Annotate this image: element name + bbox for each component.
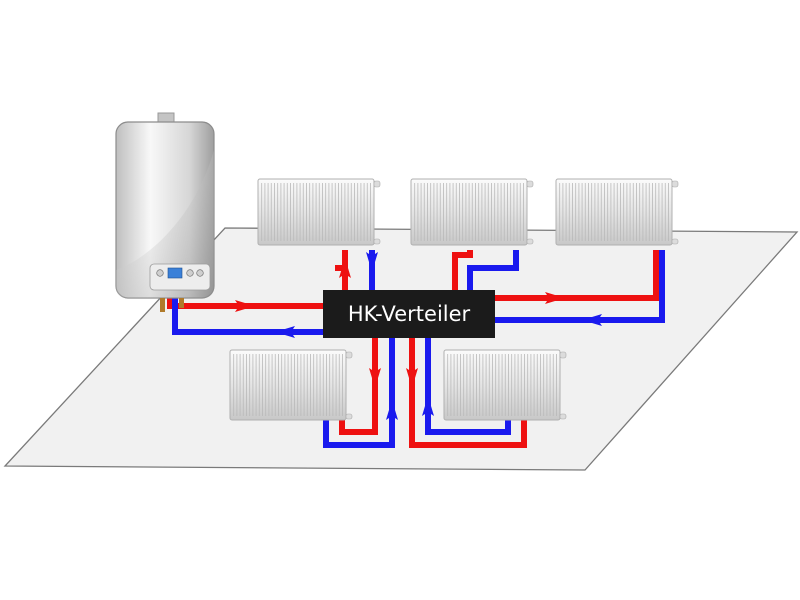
flow-arrow-icon [339, 258, 351, 278]
wall-mounted-boiler [115, 112, 215, 312]
flow-arrow-icon [582, 314, 602, 326]
flow-arrow-icon [369, 368, 381, 388]
flow-arrow-icon [545, 292, 565, 304]
return-pipe-radiator-top-right [495, 250, 665, 323]
supply-pipe-radiator-top-middle [452, 250, 473, 290]
boiler-knob-icon [186, 269, 194, 277]
supply-pipe-boiler [167, 298, 323, 309]
pipe-network [167, 250, 665, 448]
supply-pipe-radiator-top-right [495, 250, 659, 301]
flow-arrow-icon [275, 326, 295, 338]
boiler-knob-icon [156, 269, 164, 277]
radiator-bottom-left [229, 349, 353, 421]
radiator-bottom-right [443, 349, 567, 421]
flow-arrow-icon [366, 252, 378, 272]
flow-arrow-icon [386, 400, 398, 420]
return-pipe-radiator-bottom-right [425, 338, 511, 435]
supply-pipe-radiator-bottom-right [409, 338, 527, 448]
flow-arrow-icon [422, 396, 434, 416]
radiator-top-middle [410, 178, 534, 246]
heating-circuit-distributor: HK-Verteiler [323, 290, 495, 338]
return-pipe-boiler [172, 298, 323, 335]
return-pipe-radiator-bottom-left [323, 338, 395, 448]
distributor-label: HK-Verteiler [348, 302, 471, 326]
return-pipe-radiator-top-middle [467, 250, 519, 290]
radiator-top-left [257, 178, 381, 246]
radiator-top-right [555, 178, 679, 246]
boiler-knob-icon [196, 269, 204, 277]
flow-arrow-icon [406, 368, 418, 388]
flow-arrow-icon [235, 300, 255, 312]
